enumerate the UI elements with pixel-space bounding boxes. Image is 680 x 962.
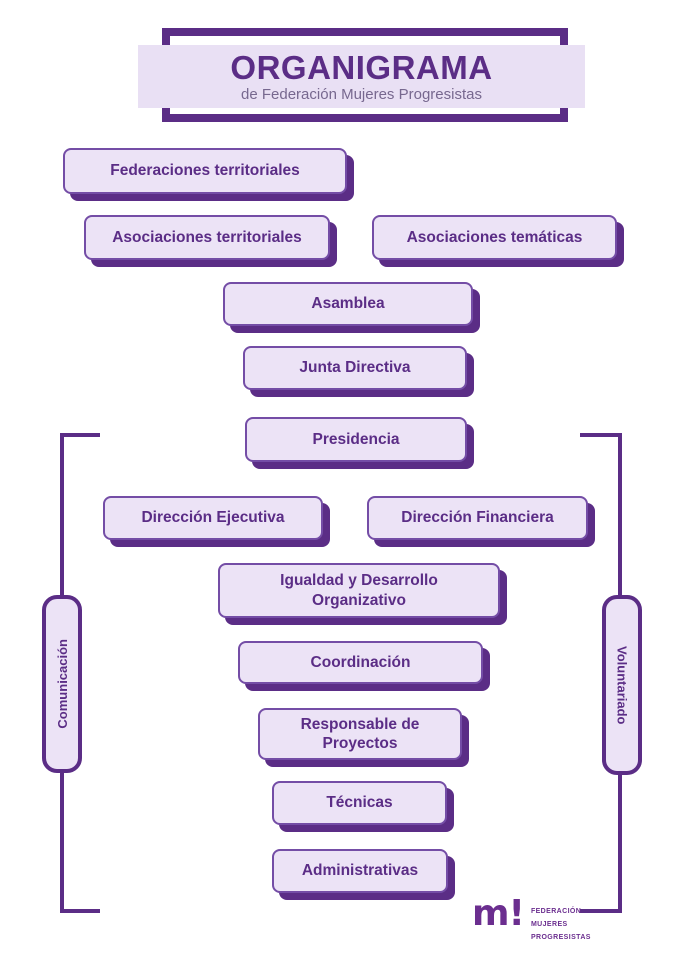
org-node-label: Junta Directiva (299, 359, 411, 377)
org-node-label: Asociaciones territoriales (112, 228, 302, 246)
org-node-presidencia: Presidencia (245, 417, 467, 462)
side-pill-label: Voluntariado (614, 645, 630, 725)
org-node-label: Dirección Ejecutiva (141, 509, 285, 527)
org-node-asociaciones-territoriales: Asociaciones territoriales (84, 215, 330, 260)
org-node-asociaciones-tematicas: Asociaciones temáticas (372, 215, 617, 260)
org-node-label: Dirección Financiera (401, 509, 554, 527)
org-node-tecnicas: Técnicas (272, 781, 447, 825)
org-node-label: Técnicas (326, 794, 393, 812)
org-node-label: Federaciones territoriales (110, 162, 300, 180)
org-node-coordinacion: Coordinación (238, 641, 483, 684)
title-banner: ORGANIGRAMA de Federación Mujeres Progre… (138, 45, 585, 108)
org-node-igualdad-desarrollo-organizativo: Igualdad y Desarrollo Organizativo (218, 563, 500, 618)
org-node-label: Presidencia (312, 430, 400, 448)
org-node-responsable-proyectos: Responsable de Proyectos (258, 708, 462, 760)
org-node-label: Asamblea (311, 295, 385, 313)
logo-line: FEDERACIÓN (530, 908, 582, 915)
logo-line: MUJERES (530, 920, 568, 928)
org-node-direccion-financiera: Dirección Financiera (367, 496, 588, 540)
logo-text: FEDERACIÓN MUJERES PROGRESISTAS (531, 906, 591, 945)
org-node-direccion-ejecutiva: Dirección Ejecutiva (103, 496, 323, 540)
logo-m-icon: m! (472, 893, 525, 934)
side-pill-label: Comunicación (54, 639, 70, 729)
org-node-administrativas: Administrativas (272, 849, 448, 893)
org-node-label: Administrativas (301, 862, 419, 880)
federacion-logo: m! FEDERACIÓN MUJERES PROGRESISTAS (472, 893, 591, 945)
org-node-label: Coordinación (310, 653, 411, 671)
org-node-asamblea: Asamblea (223, 282, 473, 326)
logo-line: PROGRESISTAS (530, 933, 591, 941)
side-pill-voluntariado: Voluntariado (602, 595, 642, 775)
side-pill-comunicacion: Comunicación (42, 595, 82, 773)
page-subtitle: de Federación Mujeres Progresistas (241, 85, 482, 103)
org-node-label: Asociaciones temáticas (406, 228, 583, 246)
org-node-label: Igualdad y Desarrollo Organizativo (280, 572, 438, 609)
org-node-federaciones-territoriales: Federaciones territoriales (63, 148, 347, 194)
page-title: ORGANIGRAMA (230, 48, 493, 86)
org-node-label: Responsable de Proyectos (300, 715, 420, 752)
org-node-junta-directiva: Junta Directiva (243, 346, 467, 390)
